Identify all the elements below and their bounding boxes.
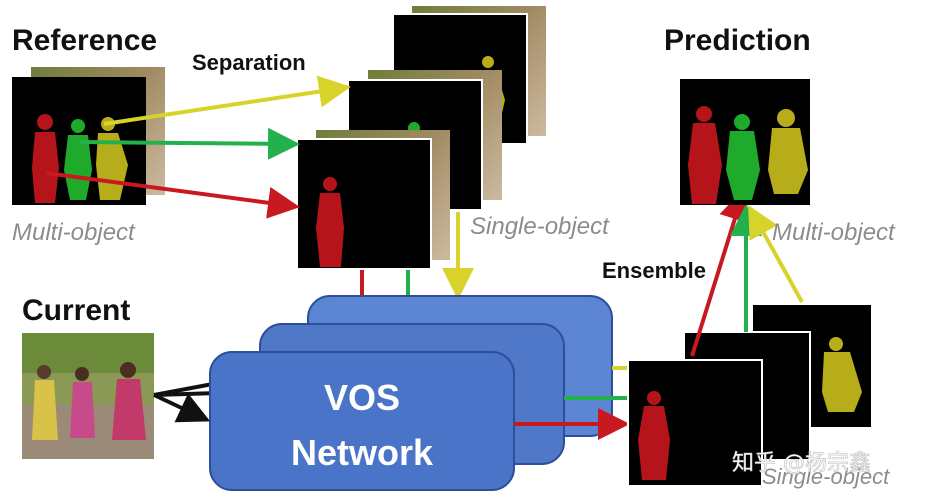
separation-arrow-green bbox=[79, 127, 300, 160]
multi-object-label-left: Multi-object bbox=[12, 219, 136, 246]
prediction-green-person bbox=[726, 114, 760, 200]
separation-label: Separation bbox=[192, 50, 306, 75]
vos-network-box-front bbox=[209, 351, 515, 491]
vos-network-stack: VOS Network VOS Network VOS Network bbox=[209, 295, 613, 491]
single-mask-red-object bbox=[316, 177, 344, 267]
single-object-label-bottom: Single-object bbox=[762, 464, 890, 489]
reference-green-person bbox=[64, 119, 92, 200]
multi-object-label-right: Multi-object bbox=[772, 219, 896, 246]
single-object-prediction-stack bbox=[627, 303, 873, 487]
prediction-red-person bbox=[688, 106, 722, 204]
current-frame-people bbox=[32, 362, 146, 440]
prediction-label: Prediction bbox=[664, 24, 811, 57]
single-object-mask-stack bbox=[296, 6, 546, 270]
current-to-network-arrow-3 bbox=[153, 393, 211, 423]
separation-arrow-yellow bbox=[103, 75, 351, 126]
single-object-label-top: Single-object bbox=[470, 213, 610, 240]
single-mask-red bbox=[296, 138, 432, 270]
vos-network-line2: Network bbox=[291, 432, 434, 473]
separation-arrow-red bbox=[45, 171, 300, 219]
current-frame bbox=[22, 333, 154, 459]
watermark-text: 知乎 @杨宗鑫 bbox=[732, 451, 871, 476]
ensemble-label: Ensemble bbox=[602, 258, 706, 283]
vos-network-line1: VOS bbox=[324, 377, 400, 418]
current-label: Current bbox=[22, 294, 130, 327]
prediction-mask bbox=[680, 79, 810, 205]
prediction-yellow-person bbox=[768, 109, 808, 194]
prediction-mask-red-object bbox=[638, 391, 670, 480]
reference-red-person bbox=[32, 114, 59, 203]
ensemble-arrow-yellow bbox=[748, 205, 804, 303]
reference-label: Reference bbox=[12, 24, 157, 57]
prediction-mask-yellow-object bbox=[822, 337, 862, 412]
